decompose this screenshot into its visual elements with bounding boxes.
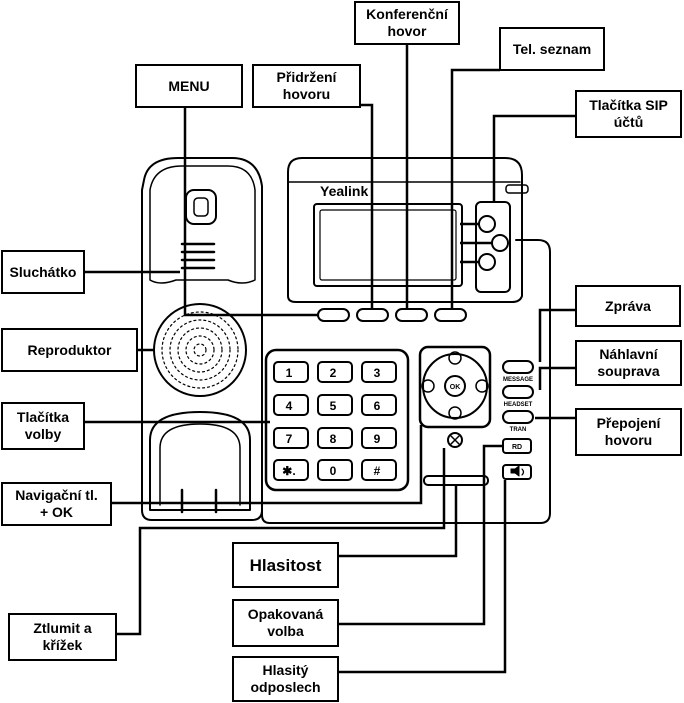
keypad-key-label: 3: [374, 366, 381, 380]
sip-key-1: [478, 215, 496, 233]
message-caption: MESSAGE: [503, 377, 533, 383]
volume-bar: [423, 475, 489, 486]
label-phonebook: Tel. seznam: [499, 27, 605, 71]
keypad-key: [317, 427, 353, 449]
label-speaker: Reproduktor: [1, 328, 138, 372]
leader-message: [538, 308, 576, 362]
ok-button: [444, 375, 466, 397]
keypad-key-label: ✱.: [282, 464, 295, 478]
leader-hold: [322, 103, 374, 309]
label-headset: Náhlavní souprava: [575, 340, 682, 386]
keypad-key: [317, 459, 353, 481]
keypad-key-label: 7: [286, 432, 293, 446]
label-mute: Ztlumit a křížek: [8, 613, 117, 661]
nav-up: [448, 351, 462, 365]
speaker-grill: [153, 303, 247, 397]
keypad-key: [361, 459, 397, 481]
soft-key-2: [356, 308, 389, 322]
nav-cluster: [418, 345, 492, 429]
leader-phonebook: [450, 68, 500, 309]
keypad-key: [273, 427, 309, 449]
sip-key-3: [478, 253, 496, 271]
keypad-key-label: 4: [286, 399, 293, 413]
leader-mute: [116, 448, 446, 636]
mute-key: [447, 432, 463, 448]
keypad-key: [317, 394, 353, 416]
keypad-key-label: #: [374, 464, 381, 478]
label-transfer: Přepojení hovoru: [575, 408, 682, 456]
keypad-key-label: 9: [374, 432, 381, 446]
label-handset: Sluchátko: [1, 250, 85, 294]
keypad-key-label: 2: [330, 366, 337, 380]
keypad-key-label: 0: [330, 464, 337, 478]
lcd-screen: [313, 203, 463, 287]
leader-volume: [338, 485, 458, 558]
phone-base: [261, 239, 551, 524]
keypad-key-label: 1: [286, 366, 293, 380]
tran-caption: TRAN: [510, 427, 527, 433]
brand-logo: Yealink: [320, 183, 368, 199]
keypad-key: [273, 394, 309, 416]
label-volume: Hlasitost: [232, 542, 339, 588]
sip-key-2: [491, 234, 509, 252]
keypad-key-label: 5: [330, 399, 337, 413]
leader-headset: [538, 366, 576, 390]
message-key: [502, 360, 534, 374]
soft-key-4: [434, 308, 467, 322]
leader-sip: [492, 114, 576, 202]
keypad-key: [273, 361, 309, 383]
keypad-key: [361, 394, 397, 416]
leader-nav: [111, 425, 423, 505]
label-navigation: Navigační tl. + OK: [1, 482, 112, 526]
display-housing: [287, 157, 523, 303]
label-redial: Opakovaná volba: [232, 599, 339, 647]
keypad-key: [273, 459, 309, 481]
keypad-frame: [264, 348, 410, 492]
label-conference: Konferenční hovor: [354, 1, 460, 45]
keypad-key: [361, 361, 397, 383]
label-menu: MENU: [135, 64, 243, 108]
ok-label: OK: [450, 384, 461, 391]
speakerphone-key: [502, 464, 532, 480]
leader-redial: [338, 444, 503, 626]
soft-key-3: [395, 308, 428, 322]
label-sip-accounts: Tlačítka SIP účtů: [575, 90, 682, 138]
label-speakerphone: Hlasitý odposlech: [232, 656, 339, 702]
keypad-key: [361, 427, 397, 449]
headset-caption: HEADSET: [504, 402, 533, 408]
rd-caption: RD: [512, 444, 522, 451]
keypad-key: [317, 361, 353, 383]
label-hold: Přidržení hovoru: [252, 64, 361, 108]
soft-key-1: [317, 308, 350, 322]
label-message: Zpráva: [575, 285, 681, 327]
label-dial-keys: Tlačítka volby: [1, 402, 85, 450]
nav-left: [421, 379, 435, 393]
handset: [141, 157, 263, 521]
nav-down: [448, 406, 462, 420]
keypad-key-label: 8: [330, 432, 337, 446]
headset-key: [502, 385, 534, 399]
keypad-key-label: 6: [374, 399, 381, 413]
nav-right: [475, 379, 489, 393]
leader-menu: [183, 108, 318, 317]
tran-key: [502, 410, 534, 424]
leader-speakerphone: [338, 480, 507, 674]
